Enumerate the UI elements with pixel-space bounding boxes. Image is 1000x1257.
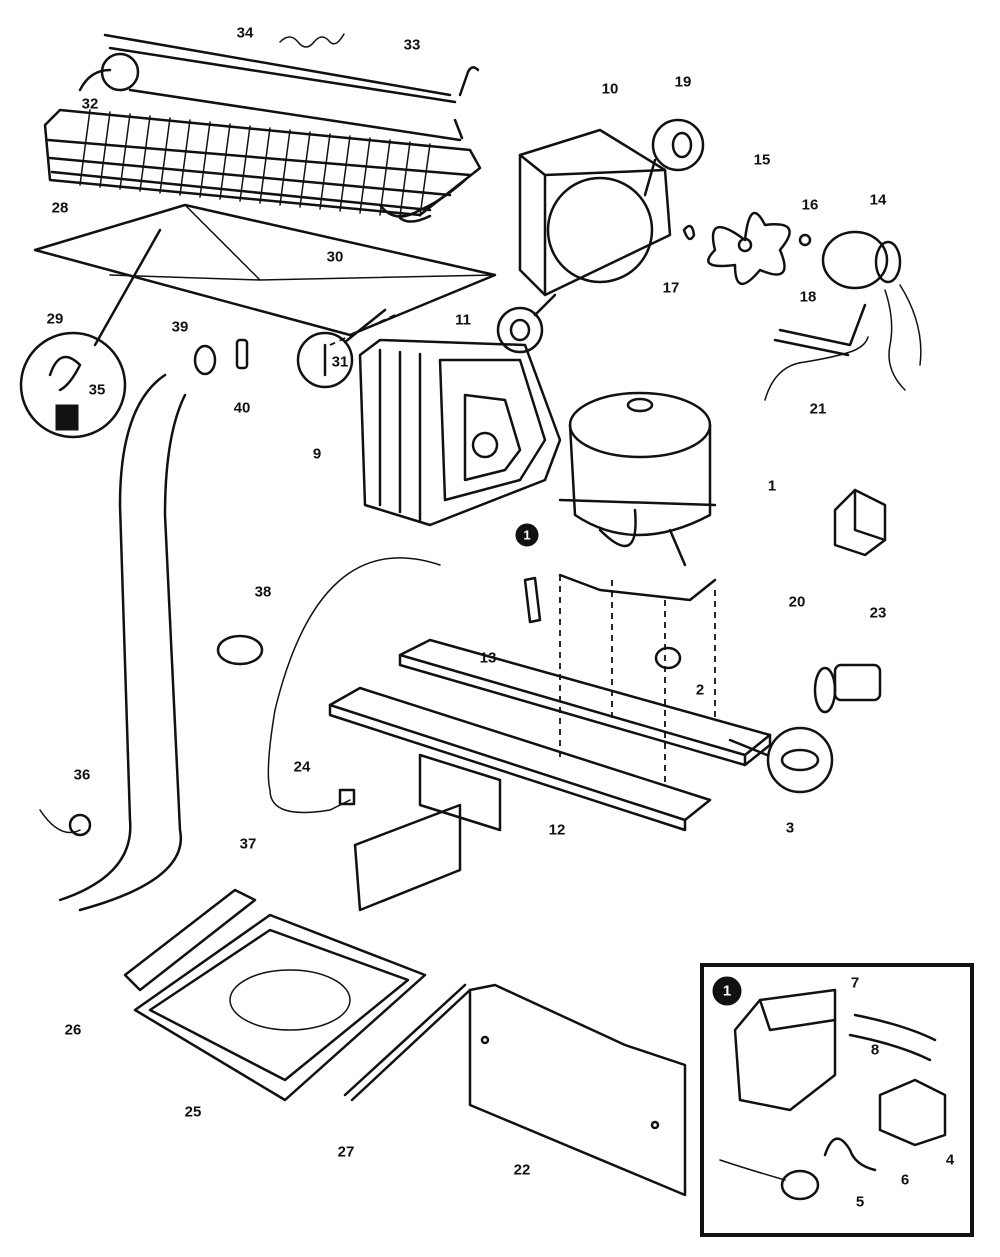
callout-38: 38 [254,583,272,601]
callout-31: 31 [331,353,349,371]
inset-marker-label: 1 [722,982,732,1000]
wire-21 [764,336,869,401]
callout-16: 16 [801,196,819,214]
callout-30: 30 [326,248,344,266]
callout-6: 6 [900,1171,910,1189]
callout-39: 39 [171,318,189,336]
callout-18: 18 [799,288,817,306]
callout-40: 40 [233,399,251,417]
tube-assembly [78,33,480,142]
hose-a [58,373,167,902]
callout-32: 32 [81,95,99,113]
relay-20 [833,488,887,557]
mounting-rails [328,638,772,912]
callout-24: 24 [293,758,311,776]
panel-22 [468,983,687,1197]
callout-35: 35 [88,381,106,399]
callout-5: 5 [855,1193,865,1211]
callout-9: 9 [312,445,322,463]
detail-31 [296,308,387,389]
callout-11: 11 [455,311,471,329]
part-13 [523,576,542,624]
fan-blade [707,211,791,285]
plug [338,788,356,806]
callout-2: 2 [695,681,705,699]
grommet-39 [193,344,217,376]
callout-10: 10 [601,80,619,98]
callout-37: 37 [239,835,257,853]
callout-25: 25 [184,1103,202,1121]
detail-35 [19,228,162,439]
part-36-wire [39,809,81,834]
callout-3: 3 [785,819,795,837]
callout-12: 12 [548,821,566,839]
mounting-dashes [329,314,716,785]
callout-26: 26 [64,1021,82,1039]
part-23 [813,663,882,714]
callout-14: 14 [869,191,887,209]
wire-34 [279,33,345,48]
callout-21: 21 [809,400,827,418]
callout-20: 20 [788,593,806,611]
detail-19 [643,118,705,197]
detail-11 [496,293,557,354]
callout-1: 1 [767,477,777,495]
callout-34: 34 [236,24,254,42]
compressor [558,391,717,602]
callout-17: 17 [662,279,680,297]
grommet-2 [654,646,682,670]
inset-box [700,963,974,1237]
fan-motor [821,230,922,391]
power-cord [267,557,441,814]
callout-19: 19 [674,73,692,91]
clip-17 [682,224,696,241]
callout-15: 15 [753,151,771,169]
bracket-18 [773,303,867,357]
callout-13: 13 [479,649,497,667]
callout-36: 36 [73,766,91,784]
callout-4: 4 [945,1151,955,1169]
fan-shroud [518,128,672,297]
callout-33: 33 [403,36,421,54]
hose-b [78,393,187,912]
callout-8: 8 [870,1041,880,1059]
clamp-38 [216,634,264,666]
callout-marker-1-compressor [515,523,539,547]
evaporator [358,338,562,527]
callout-29: 29 [46,310,64,328]
washer-16 [798,233,812,247]
part-36 [68,813,92,837]
drain-pan [123,888,427,1102]
rod-27 [343,983,472,1102]
callout-23: 23 [869,604,887,622]
detail-3 [728,726,834,794]
condenser-coil [43,108,482,223]
plate-29 [33,203,497,337]
compressor-marker-label: 1 [523,527,531,543]
callout-28: 28 [51,199,69,217]
callout-27: 27 [337,1143,355,1161]
callout-7: 7 [850,974,860,992]
grommet-40 [235,338,249,370]
callout-22: 22 [513,1161,531,1179]
